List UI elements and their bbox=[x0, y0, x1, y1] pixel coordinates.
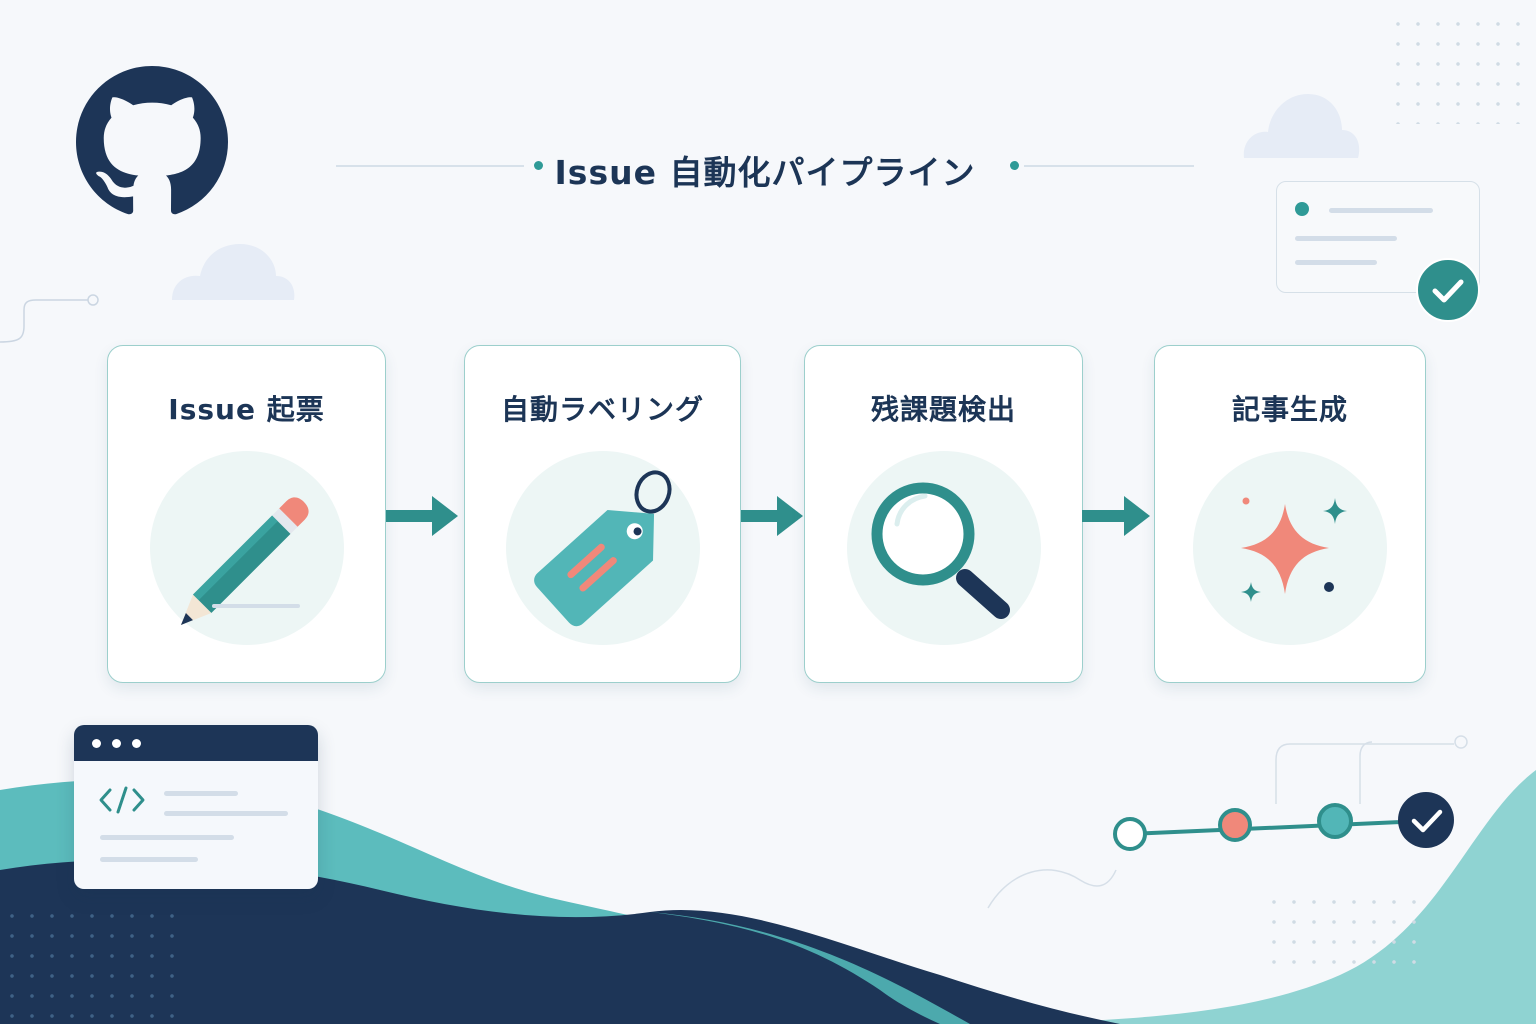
arrow-icon-3 bbox=[1082, 496, 1150, 536]
step-card-detection: 残課題検出 bbox=[804, 345, 1083, 683]
notification-dot bbox=[1295, 202, 1309, 216]
notification-line-3 bbox=[1295, 260, 1377, 265]
step-label: 残課題検出 bbox=[870, 393, 1016, 426]
dot-grid-bottom-left bbox=[2, 906, 184, 1022]
code-window bbox=[74, 725, 318, 889]
title-divider-right bbox=[1024, 165, 1194, 167]
github-logo-icon bbox=[76, 66, 228, 215]
step-card-article: 記事生成 bbox=[1154, 345, 1426, 683]
title-divider-left bbox=[336, 165, 524, 167]
step-label: 自動ラベリング bbox=[500, 393, 704, 426]
pencil-icon bbox=[180, 497, 309, 626]
notification-line-2 bbox=[1295, 236, 1397, 241]
page-title: Issue 自動化パイプライン bbox=[554, 153, 976, 192]
arrow-icon-1 bbox=[386, 496, 458, 536]
dot-grid-top-right bbox=[1388, 14, 1528, 124]
page-title-row: Issue 自動化パイプライン bbox=[336, 138, 1194, 194]
step-card-labeling: 自動ラベリング bbox=[464, 345, 741, 683]
title-dot-left bbox=[534, 161, 543, 170]
code-line-3 bbox=[100, 835, 234, 840]
step-label: Issue 起票 bbox=[168, 393, 325, 426]
magnifier-icon bbox=[871, 482, 1010, 619]
check-icon bbox=[1416, 258, 1480, 322]
progress-timeline bbox=[1113, 792, 1454, 851]
window-dot-2 bbox=[112, 739, 121, 748]
code-icon bbox=[99, 786, 145, 814]
arrow-icon-2 bbox=[741, 496, 803, 536]
cloud-decoration-right bbox=[1243, 94, 1360, 158]
window-dot-3 bbox=[132, 739, 141, 748]
step-label: 記事生成 bbox=[1231, 393, 1348, 426]
connector-line-right bbox=[987, 735, 1468, 909]
code-line-2 bbox=[164, 811, 288, 816]
code-line-1 bbox=[164, 791, 238, 796]
title-dot-right bbox=[1010, 161, 1019, 170]
connector-line-left bbox=[0, 294, 99, 343]
notification-line-1 bbox=[1329, 208, 1433, 213]
dot-grid-bottom-right bbox=[1264, 892, 1424, 972]
step-card-issue: Issue 起票 bbox=[107, 345, 386, 683]
tag-icon bbox=[534, 470, 672, 627]
window-dot-1 bbox=[92, 739, 101, 748]
sparkle-icon bbox=[1241, 497, 1347, 602]
cloud-decoration-left bbox=[172, 244, 295, 300]
code-line-4 bbox=[100, 857, 198, 862]
window-title-bar bbox=[74, 725, 318, 761]
